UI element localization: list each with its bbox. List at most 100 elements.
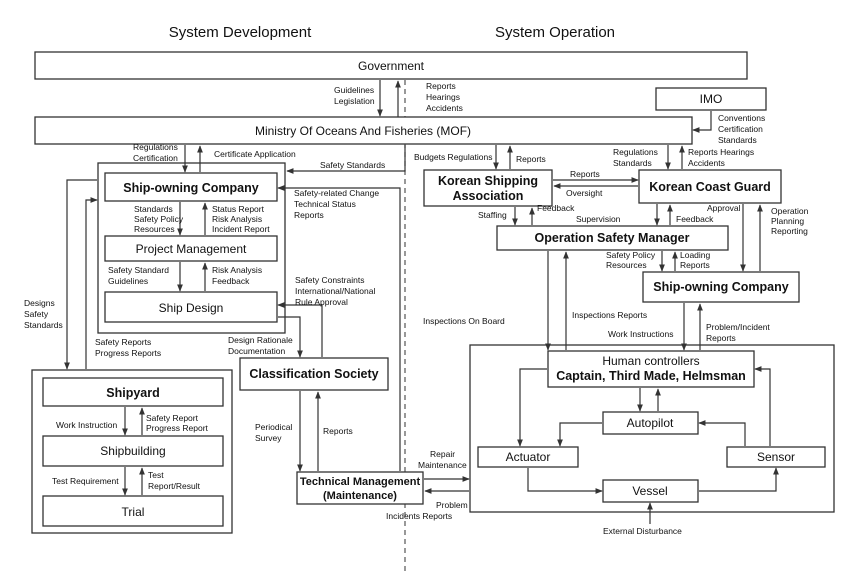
label-safety-related-1: Safety-related Change [294, 188, 379, 198]
vessel-control-loop-group [469, 344, 835, 513]
project-management-box: Project Management [104, 235, 278, 262]
autopilot-box: Autopilot [602, 411, 699, 435]
label-safety-guidelines-1: Safety Standard [108, 265, 169, 275]
label-reports-gov-3: Accidents [426, 103, 463, 113]
label-standards-left-3: Resources [134, 224, 175, 234]
human-controllers-label-2: Captain, Third Made, Helmsman [556, 369, 746, 383]
label-external-disturbance: External Disturbance [603, 526, 682, 536]
operation-safety-manager-box: Operation Safety Manager [496, 225, 729, 251]
label-oversight: Oversight [566, 188, 603, 198]
label-design-rationale-2: Documentation [228, 346, 285, 356]
label-operation-planning-1: Operation [771, 206, 809, 216]
edge-labels: Guidelines Legislation Reports Hearings … [24, 81, 809, 536]
label-safety-progress-1: Safety Reports [95, 337, 151, 347]
label-loading-reports-1: Loading [680, 250, 711, 260]
label-safety-report-yard-2: Progress Report [146, 423, 209, 433]
label-feedback-kcg: Feedback [676, 214, 714, 224]
ship-owning-company-op-label: Ship-owning Company [653, 280, 788, 294]
label-test-requirement: Test Requirement [52, 476, 119, 486]
label-safety-guidelines-2: Guidelines [108, 276, 148, 286]
classification-society-label: Classification Society [249, 367, 378, 381]
ship-owning-company-group [97, 162, 286, 334]
technical-management-box: Technical Management (Maintenance) [296, 471, 424, 505]
connector-arrows [64, 80, 779, 524]
label-reports-oversight: Reports [570, 169, 600, 179]
label-regulations-cert-1: Regulations [133, 142, 178, 152]
label-safety-policy-resources-2: Resources [606, 260, 647, 270]
vessel-box: Vessel [602, 479, 699, 503]
shipyard-box: Shipyard [42, 377, 224, 407]
label-regulations-cert-2: Certification [133, 153, 178, 163]
label-regs-standards-1: Regulations [613, 147, 658, 157]
label-risk-feedback-2: Feedback [212, 276, 250, 286]
label-repair-maintenance-1: Repair [430, 449, 455, 459]
label-risk-feedback-1: Risk Analysis [212, 265, 262, 275]
ship-owning-company-dev-box: Ship-owning Company [104, 172, 278, 202]
label-safety-progress-2: Progress Reports [95, 348, 161, 358]
label-test-report-2: Report/Result [148, 481, 201, 491]
mof-box: Ministry Of Oceans And Fisheries (MOF) [34, 116, 693, 145]
technical-management-label-2: (Maintenance) [323, 490, 397, 502]
label-status-report-2: Risk Analysis [212, 214, 262, 224]
label-guidelines-2: Legislation [334, 96, 375, 106]
label-safety-related-3: Reports [294, 210, 324, 220]
label-problem-reports-1: Problem [436, 500, 468, 510]
shipyard-group [31, 369, 233, 534]
korean-shipping-association-box: Korean Shipping Association [423, 169, 553, 207]
label-feedback-ksa: Feedback [537, 203, 575, 213]
label-inspections-board: Inspections On Board [423, 316, 505, 326]
actuator-box: Actuator [477, 446, 579, 468]
label-problem-reports-2: Incidents Reports [386, 511, 452, 521]
label-reports-gov-2: Hearings [426, 92, 460, 102]
korean-shipping-association-label-2: Association [453, 189, 524, 203]
project-management-label: Project Management [136, 242, 247, 256]
label-safety-constraints-1: Safety Constraints [295, 275, 364, 285]
korean-coast-guard-box: Korean Coast Guard [638, 169, 782, 204]
label-cert-application: Certificate Application [214, 149, 296, 159]
label-safety-report-yard-1: Safety Report [146, 413, 199, 423]
label-test-report-1: Test [148, 470, 164, 480]
imo-box: IMO [655, 87, 767, 111]
label-safety-constraints-3: Rule Approval [295, 297, 348, 307]
label-design-rationale-1: Design Rationale [228, 335, 293, 345]
shipbuilding-box: Shipbuilding [42, 435, 224, 467]
label-standards-left-2: Safety Policy [134, 214, 184, 224]
label-inspections-reports: Inspections Reports [572, 310, 647, 320]
label-designs-safety-2: Safety [24, 309, 49, 319]
operation-safety-manager-label: Operation Safety Manager [535, 231, 690, 245]
label-regs-standards-2: Standards [613, 158, 652, 168]
label-reports-hearings-kcg-1: Reports Hearings [688, 147, 754, 157]
label-conventions-2: Certification [718, 124, 763, 134]
label-periodical-survey-2: Survey [255, 433, 282, 443]
label-standards-left-1: Standards [134, 204, 173, 214]
label-safety-standards: Safety Standards [320, 160, 385, 170]
imo-label: IMO [700, 92, 723, 106]
ship-owning-company-dev-label: Ship-owning Company [123, 181, 258, 195]
label-problem-incident-1: Problem/Incident [706, 322, 770, 332]
label-designs-safety-3: Standards [24, 320, 63, 330]
human-controllers-box: Human controllers Captain, Third Made, H… [547, 350, 755, 388]
label-safety-related-2: Technical Status [294, 199, 356, 209]
label-designs-safety-1: Designs [24, 298, 55, 308]
label-conventions-1: Conventions [718, 113, 765, 123]
shipyard-label: Shipyard [106, 386, 160, 400]
trial-label: Trial [122, 505, 145, 519]
vessel-label: Vessel [632, 484, 667, 498]
sensor-label: Sensor [757, 450, 795, 464]
label-reports-cs: Reports [323, 426, 353, 436]
label-repair-maintenance-2: Maintenance [418, 460, 467, 470]
ship-design-box: Ship Design [104, 291, 278, 323]
label-problem-incident-2: Reports [706, 333, 736, 343]
header-system-operation: System Operation [495, 24, 615, 41]
mof-label: Ministry Of Oceans And Fisheries (MOF) [255, 124, 471, 138]
ship-design-label: Ship Design [159, 301, 224, 315]
label-loading-reports-2: Reports [680, 260, 710, 270]
label-conventions-3: Standards [718, 135, 757, 145]
government-box: Government [34, 51, 748, 80]
header-system-development: System Development [169, 24, 312, 41]
label-reports-hearings-kcg-2: Accidents [688, 158, 725, 168]
label-supervision: Supervision [576, 214, 621, 224]
label-work-instructions: Work Instructions [608, 329, 674, 339]
classification-society-box: Classification Society [239, 357, 389, 391]
